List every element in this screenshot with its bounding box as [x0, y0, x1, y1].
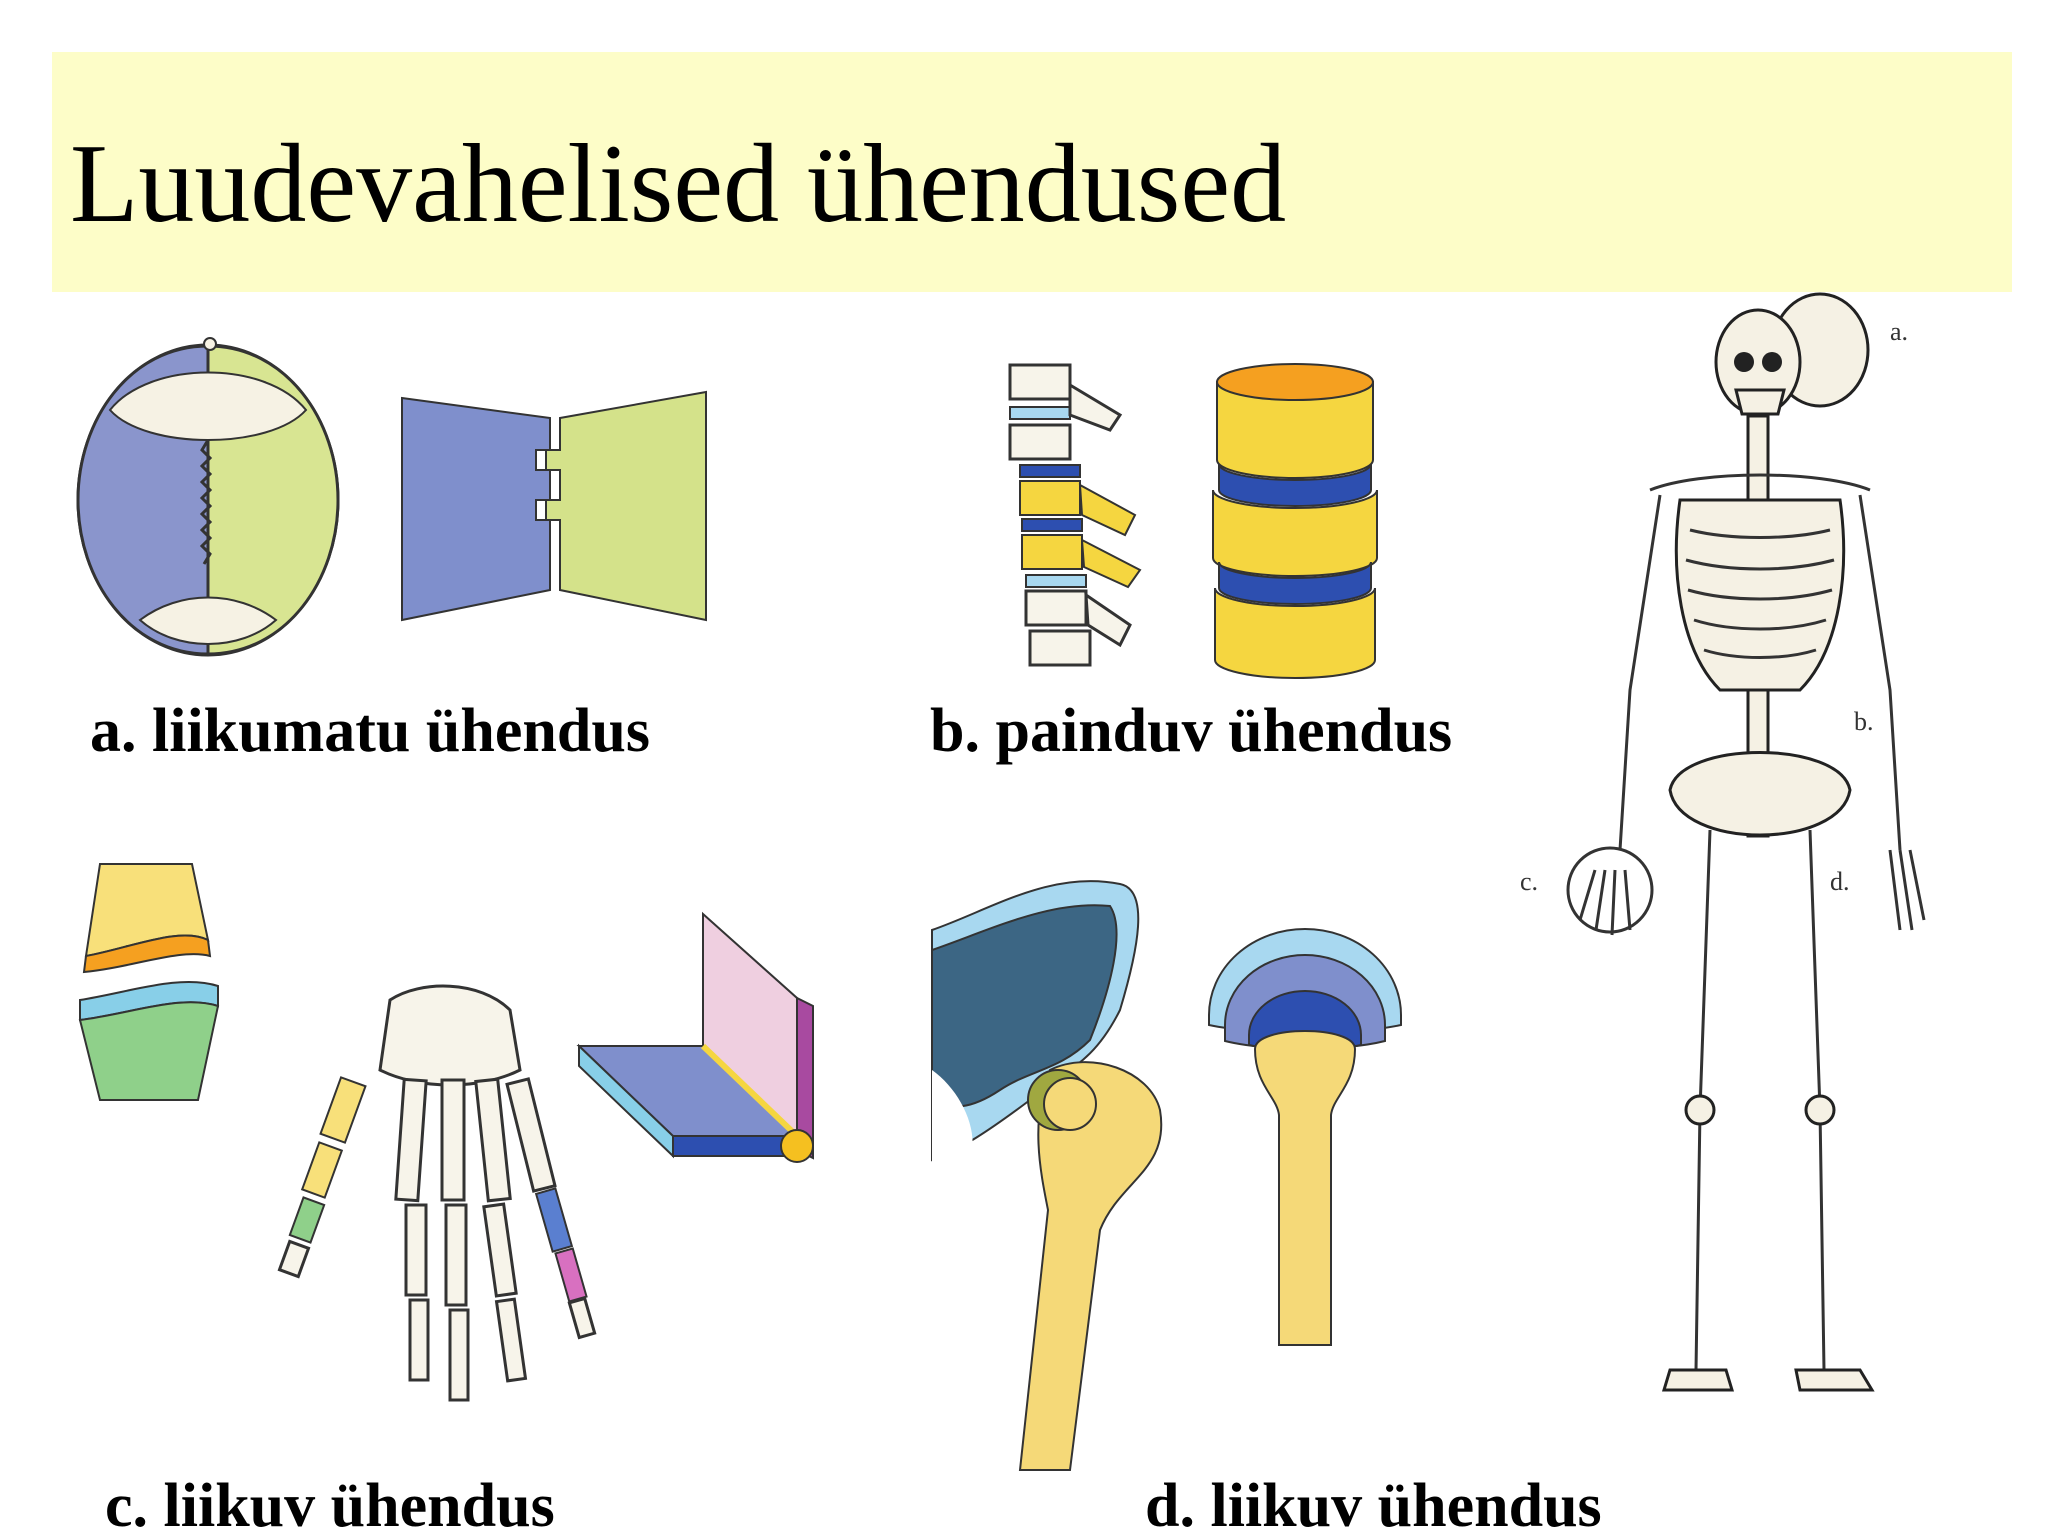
hand-bones-illustration	[277, 984, 597, 1402]
caption-b: b. painduv ühendus	[930, 697, 1453, 765]
caption-c: c. liikuv ühendus	[105, 1472, 555, 1540]
skeleton-label-b: b.	[1854, 707, 1874, 736]
skeleton-label-c: c.	[1520, 867, 1538, 896]
suture-joint-diagram	[401, 390, 707, 622]
hinge-joint-diagram	[78, 863, 220, 1101]
human-skeleton-illustration: a. b. c. d.	[1520, 292, 1926, 1392]
vertebral-column-illustration	[1008, 363, 1142, 667]
skeleton-label-a: a.	[1890, 317, 1908, 346]
slide-title: Luudevahelised ühendused	[70, 122, 1287, 246]
skeleton-label-d: d.	[1830, 867, 1850, 896]
hip-joint-illustration	[931, 880, 1163, 1471]
caption-a: a. liikumatu ühendus	[90, 697, 650, 765]
title-bar	[52, 52, 2012, 292]
intervertebral-disc-diagram	[1212, 363, 1378, 679]
caption-d: d. liikuv ühendus	[1145, 1472, 1602, 1540]
skull-top-illustration	[76, 337, 340, 657]
ball-socket-diagram	[1208, 928, 1402, 1346]
hinge-plate-diagram	[576, 911, 814, 1163]
